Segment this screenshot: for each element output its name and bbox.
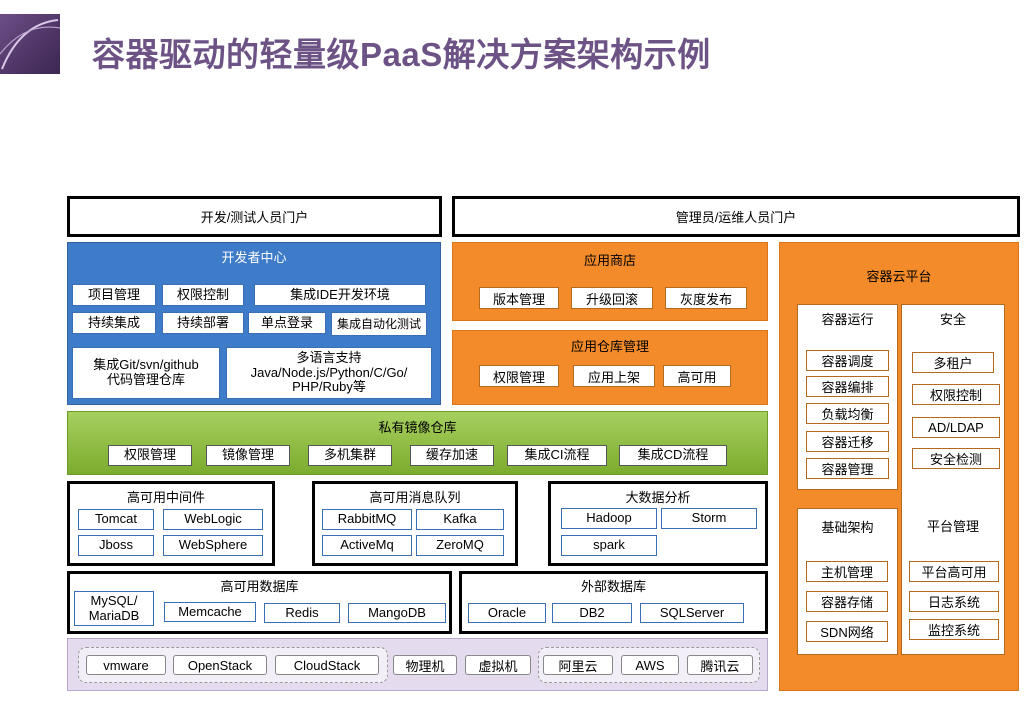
app-store-rollback[interactable]: 升级回滚 bbox=[571, 287, 653, 309]
dev-item-git[interactable]: 集成Git/svn/github 代码管理仓库 bbox=[72, 347, 220, 399]
db-mysql[interactable]: MySQL/ MariaDB bbox=[74, 591, 154, 626]
dev-item-permission[interactable]: 权限控制 bbox=[162, 284, 244, 306]
mq-rabbitmq[interactable]: RabbitMQ bbox=[322, 509, 412, 530]
infra-aliyun[interactable]: 阿里云 bbox=[543, 655, 613, 675]
runtime-migration[interactable]: 容器迁移 bbox=[806, 431, 889, 452]
logo-swoosh-icon bbox=[0, 19, 60, 70]
app-repo-permission[interactable]: 权限管理 bbox=[479, 365, 559, 387]
middleware-tomcat[interactable]: Tomcat bbox=[78, 509, 154, 530]
app-store-title: 应用商店 bbox=[583, 253, 636, 268]
image-repo-image[interactable]: 镜像管理 bbox=[206, 445, 290, 466]
image-repo-title: 私有镜像仓库 bbox=[378, 420, 457, 435]
ext-db-panel bbox=[459, 571, 768, 634]
db-memcache[interactable]: Memcache bbox=[164, 602, 256, 622]
infra-aws[interactable]: AWS bbox=[621, 655, 679, 675]
page-title: 容器驱动的轻量级PaaS解决方案架构示例 bbox=[92, 36, 711, 73]
platform-logging[interactable]: 日志系统 bbox=[909, 591, 999, 612]
mq-activemq[interactable]: ActiveMq bbox=[322, 535, 412, 556]
mq-zeromq[interactable]: ZeroMQ bbox=[416, 535, 504, 556]
image-repo-cluster[interactable]: 多机集群 bbox=[308, 445, 392, 466]
db-mysql-line2: MariaDB bbox=[88, 607, 140, 623]
git-line1: 集成Git/svn/github bbox=[93, 357, 199, 373]
container-cloud-title: 容器云平台 bbox=[866, 269, 932, 284]
platform-monitoring[interactable]: 监控系统 bbox=[909, 619, 999, 640]
base-sdn[interactable]: SDN网络 bbox=[806, 621, 888, 642]
infra-tencent[interactable]: 腾讯云 bbox=[687, 655, 753, 675]
lang-line1: 多语言支持 bbox=[296, 349, 362, 365]
bigdata-title: 大数据分析 bbox=[625, 490, 691, 505]
infra-physical[interactable]: 物理机 bbox=[393, 655, 457, 675]
image-repo-permission[interactable]: 权限管理 bbox=[108, 445, 192, 466]
lang-line2: Java/Node.js/Python/C/Go/ bbox=[250, 364, 408, 380]
security-permission[interactable]: 权限控制 bbox=[912, 384, 1000, 405]
dev-item-ide[interactable]: 集成IDE开发环境 bbox=[254, 284, 426, 306]
platform-ha[interactable]: 平台高可用 bbox=[909, 561, 999, 582]
infra-vm[interactable]: 虚拟机 bbox=[465, 655, 531, 675]
ext-db-oracle[interactable]: Oracle bbox=[468, 603, 546, 623]
security-detection[interactable]: 安全检测 bbox=[912, 448, 1000, 469]
dev-item-languages[interactable]: 多语言支持 Java/Node.js/Python/C/Go/ PHP/Ruby… bbox=[226, 347, 432, 399]
infra-openstack[interactable]: OpenStack bbox=[173, 655, 267, 675]
dev-portal[interactable]: 开发/测试人员门户 bbox=[67, 196, 442, 237]
security-ldap[interactable]: AD/LDAP bbox=[912, 417, 1000, 438]
ext-db-title: 外部数据库 bbox=[580, 579, 646, 594]
dev-item-ci[interactable]: 持续集成 bbox=[72, 312, 156, 334]
db-redis[interactable]: Redis bbox=[264, 603, 340, 623]
runtime-scheduling[interactable]: 容器调度 bbox=[806, 350, 889, 371]
runtime-management[interactable]: 容器管理 bbox=[806, 458, 889, 479]
ext-db-db2[interactable]: DB2 bbox=[552, 603, 632, 623]
base-host[interactable]: 主机管理 bbox=[806, 561, 888, 582]
runtime-loadbalance[interactable]: 负载均衡 bbox=[806, 403, 889, 424]
dev-item-project[interactable]: 项目管理 bbox=[72, 284, 156, 306]
runtime-orchestration[interactable]: 容器编排 bbox=[806, 376, 889, 397]
base-storage[interactable]: 容器存储 bbox=[806, 591, 888, 612]
image-repo-cd[interactable]: 集成CD流程 bbox=[619, 445, 727, 466]
image-repo-ci[interactable]: 集成CI流程 bbox=[507, 445, 607, 466]
middleware-title: 高可用中间件 bbox=[126, 490, 205, 505]
bigdata-storm[interactable]: Storm bbox=[661, 508, 757, 529]
mq-kafka[interactable]: Kafka bbox=[416, 509, 504, 530]
platform-title: 平台管理 bbox=[926, 519, 979, 534]
app-repo-ha[interactable]: 高可用 bbox=[663, 365, 731, 387]
infra-cloudstack[interactable]: CloudStack bbox=[275, 655, 379, 675]
bigdata-spark[interactable]: spark bbox=[561, 535, 657, 556]
mq-title: 高可用消息队列 bbox=[369, 490, 461, 505]
dev-item-autotest[interactable]: 集成自动化测试 bbox=[331, 312, 427, 336]
image-repo-cache[interactable]: 缓存加速 bbox=[410, 445, 494, 466]
dev-item-cd[interactable]: 持续部署 bbox=[162, 312, 244, 334]
bigdata-hadoop[interactable]: Hadoop bbox=[561, 508, 657, 529]
middleware-weblogic[interactable]: WebLogic bbox=[163, 509, 263, 530]
db-mysql-line1: MySQL/ bbox=[90, 592, 138, 608]
lang-line3: PHP/Ruby等 bbox=[292, 379, 366, 395]
security-title: 安全 bbox=[939, 312, 966, 327]
app-store-gray[interactable]: 灰度发布 bbox=[665, 287, 747, 309]
base-infra-title: 基础架构 bbox=[821, 520, 874, 535]
infra-vmware[interactable]: vmware bbox=[86, 655, 166, 675]
security-tenant[interactable]: 多租户 bbox=[912, 352, 994, 373]
git-line2: 代码管理仓库 bbox=[106, 372, 185, 387]
dev-item-sso[interactable]: 单点登录 bbox=[248, 312, 326, 334]
logo bbox=[0, 14, 60, 74]
runtime-title: 容器运行 bbox=[821, 312, 874, 327]
ops-portal[interactable]: 管理员/运维人员门户 bbox=[452, 196, 1020, 237]
db-mangodb[interactable]: MangoDB bbox=[348, 603, 446, 623]
developer-center-title: 开发者中心 bbox=[221, 250, 287, 265]
app-repo-publish[interactable]: 应用上架 bbox=[573, 365, 655, 387]
middleware-jboss[interactable]: Jboss bbox=[78, 535, 154, 556]
ext-db-sqlserver[interactable]: SQLServer bbox=[640, 603, 744, 623]
app-store-version[interactable]: 版本管理 bbox=[479, 287, 559, 309]
middleware-websphere[interactable]: WebSphere bbox=[163, 535, 263, 556]
database-title: 高可用数据库 bbox=[220, 579, 299, 594]
app-repo-title: 应用仓库管理 bbox=[570, 339, 649, 354]
